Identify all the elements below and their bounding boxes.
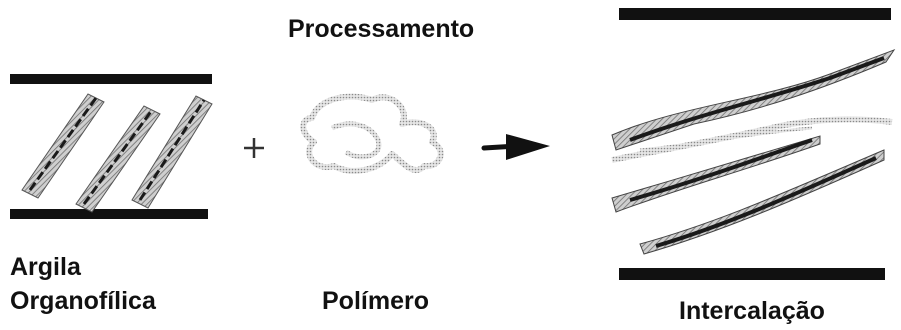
intercalated-bottom-plate <box>619 268 885 280</box>
organoclay-group <box>10 74 213 219</box>
clay-layer <box>75 105 161 213</box>
clay-label-line2: Organofílica <box>10 287 156 315</box>
polymer-chain <box>300 93 444 174</box>
polymer-label: Polímero <box>322 287 429 315</box>
intercalation-group <box>611 8 896 280</box>
clay-layer <box>131 95 213 209</box>
right-arrow-icon <box>481 134 550 160</box>
clay-layer <box>21 93 105 199</box>
intercalated-polymer <box>611 116 893 163</box>
clay-bottom-plate <box>10 209 208 219</box>
intercalated-layer <box>611 135 821 213</box>
clay-label-line1: Argila <box>10 253 81 281</box>
intercalated-layer <box>611 48 896 151</box>
intercalated-layer <box>639 149 885 255</box>
plus-icon <box>244 138 264 158</box>
title-processamento: Processamento <box>288 15 475 43</box>
clay-top-plate <box>10 74 212 84</box>
intercalated-top-plate <box>619 8 891 20</box>
intercalation-label: Intercalação <box>679 297 825 325</box>
